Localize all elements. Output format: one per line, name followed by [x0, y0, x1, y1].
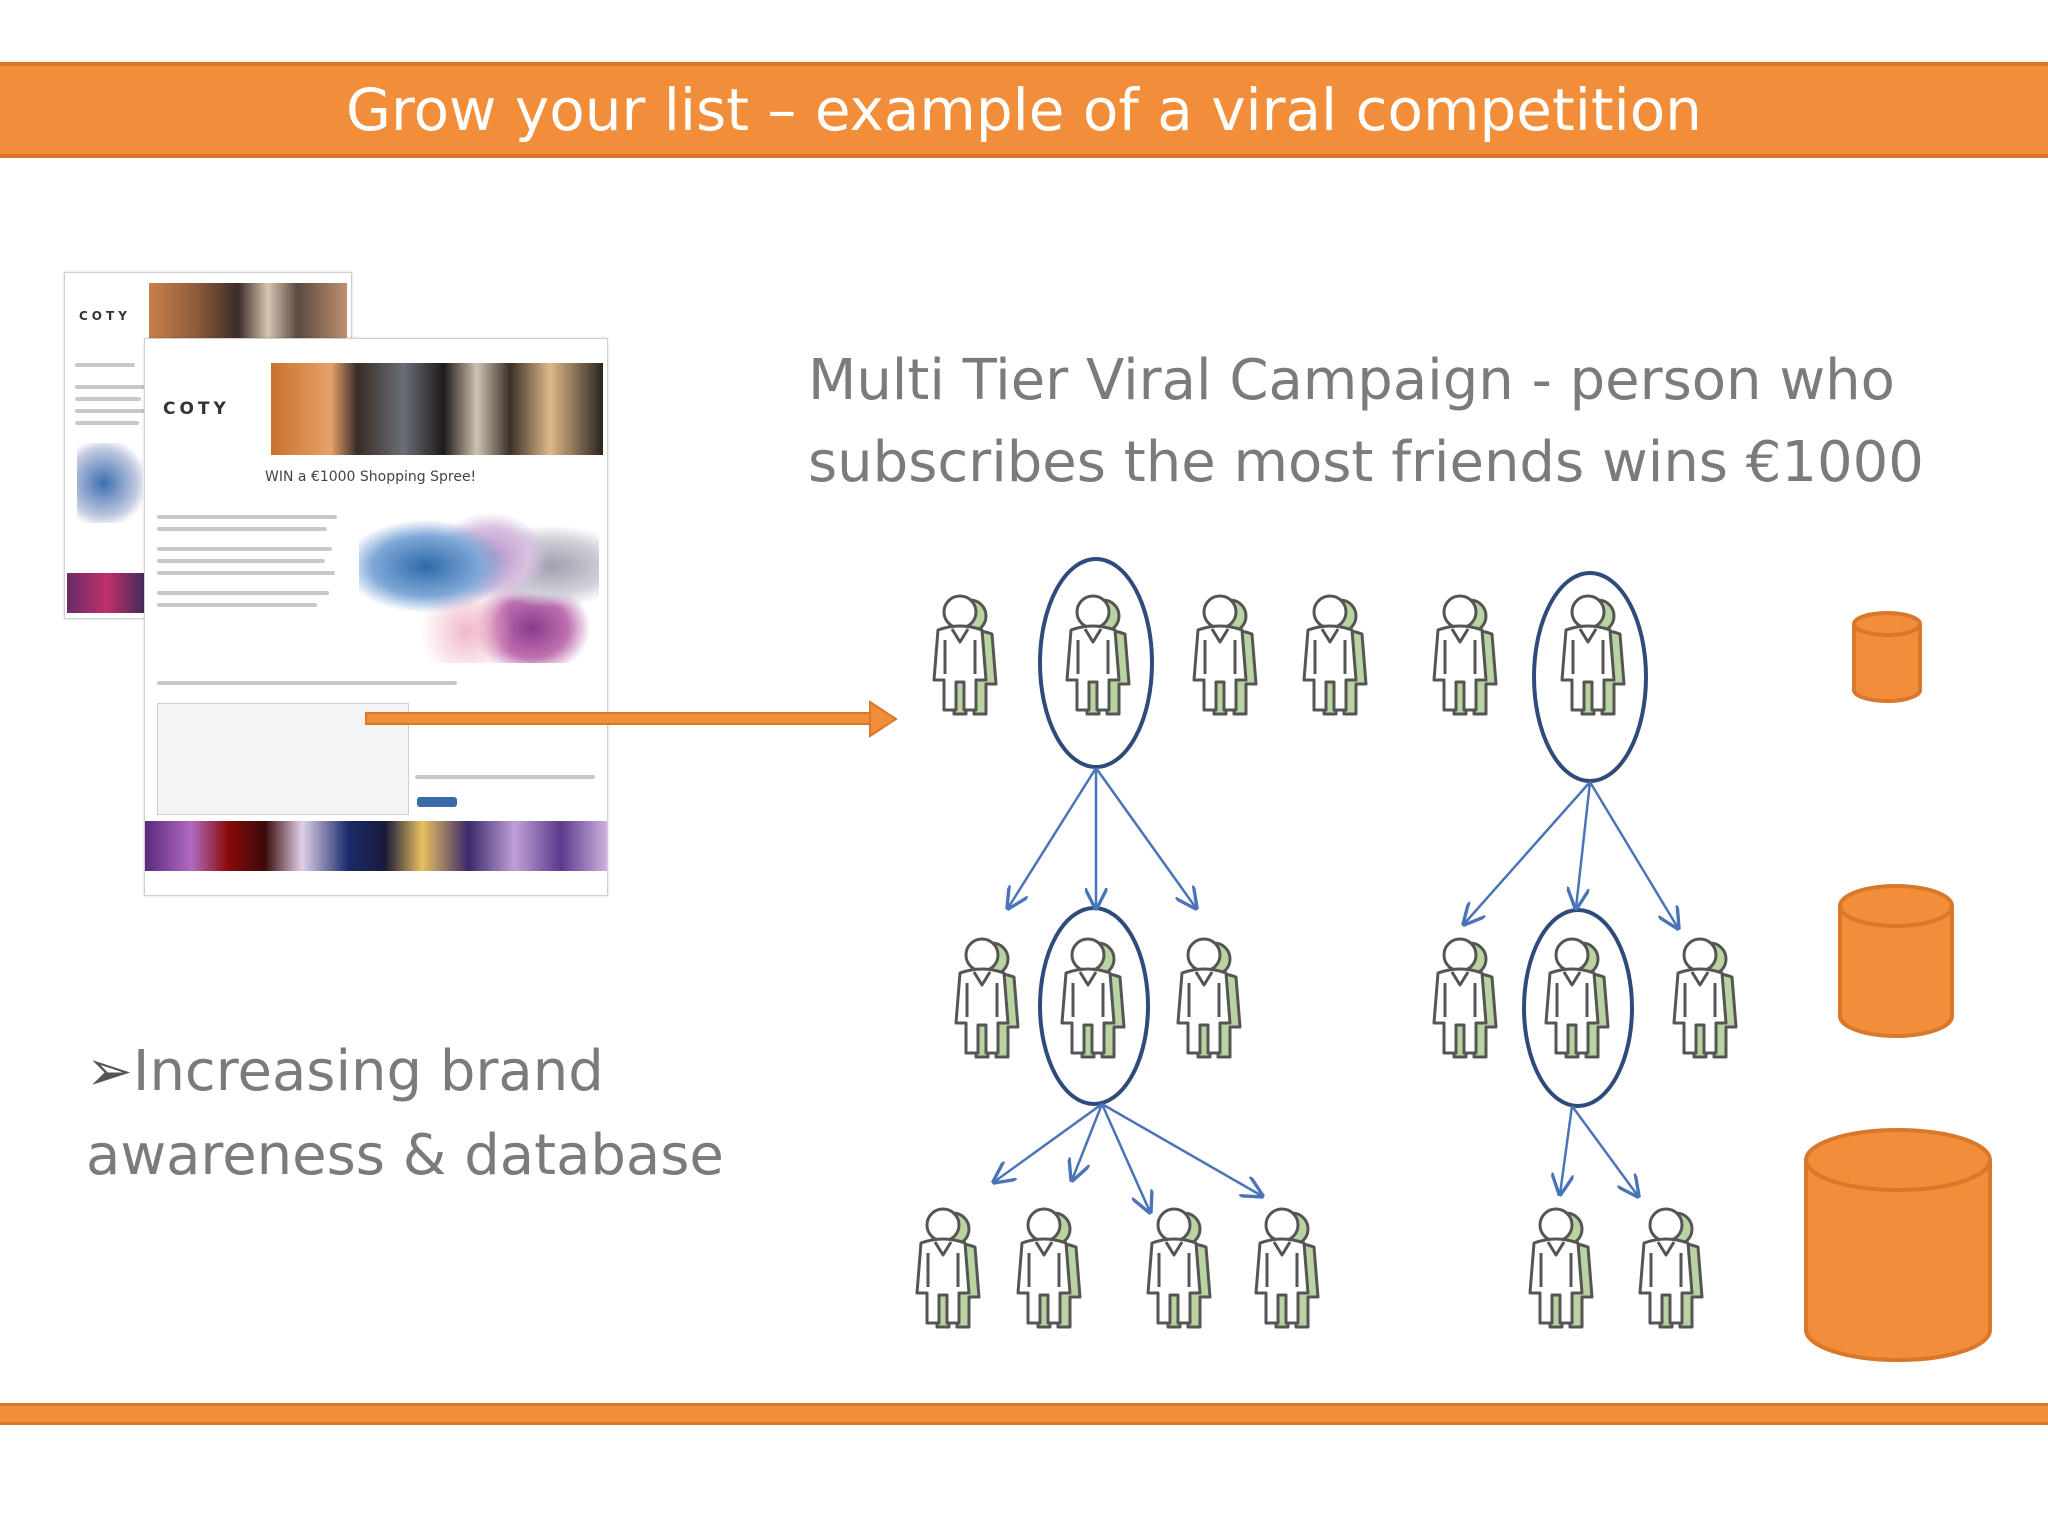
- campaign-photo-strip: [271, 363, 603, 455]
- person-icon: [932, 594, 998, 716]
- person-icon: [1016, 1207, 1082, 1329]
- person-icon: [1528, 1207, 1594, 1329]
- person-icon: [1060, 937, 1126, 1059]
- person-icon: [1672, 937, 1738, 1059]
- text-line: [75, 385, 145, 389]
- footer-photo-strip: [145, 821, 607, 871]
- title-bar: Grow your list – example of a viral comp…: [0, 62, 2048, 158]
- person-icon: [954, 937, 1020, 1059]
- person-icon: [915, 1207, 981, 1329]
- text-line: [157, 515, 337, 519]
- referral-arrows: [994, 767, 1678, 1212]
- bullet-point: ➢Increasing brand awareness & database: [86, 1030, 786, 1198]
- slide-title: Grow your list – example of a viral comp…: [346, 76, 1702, 144]
- person-icon: [1192, 594, 1258, 716]
- text-line: [157, 571, 335, 575]
- text-line: [157, 559, 325, 563]
- text-line: [157, 547, 332, 551]
- person-icon: [1176, 937, 1242, 1059]
- database-icon-medium: [1838, 884, 1954, 1038]
- footer-photo: [67, 573, 147, 613]
- bullet-arrow-icon: ➢: [86, 1039, 133, 1104]
- person-row-3: [915, 1207, 1704, 1329]
- person-icon: [1544, 937, 1610, 1059]
- bullet-line-2: awareness & database: [86, 1123, 724, 1188]
- person-icon: [1432, 594, 1498, 716]
- person-icon: [1638, 1207, 1704, 1329]
- person-row-2: [954, 937, 1738, 1059]
- bottom-bar: [0, 1403, 2048, 1425]
- text-line: [75, 409, 147, 413]
- text-line: [157, 681, 457, 685]
- text-line: [157, 591, 329, 595]
- coty-logo: COTY: [79, 309, 131, 323]
- text-line: [75, 397, 141, 401]
- coty-logo: COTY: [163, 399, 230, 419]
- text-line: [415, 775, 595, 779]
- text-line: [157, 527, 327, 531]
- campaign-photo-strip: [149, 283, 347, 339]
- perfume-bottles-photo: [359, 487, 599, 663]
- person-icon: [1560, 594, 1626, 716]
- subtitle-line-1: Multi Tier Viral Campaign - person who: [808, 348, 1895, 413]
- person-icon: [1254, 1207, 1320, 1329]
- arrow-right-icon: [365, 700, 898, 738]
- person-row-1: [932, 594, 1626, 716]
- campaign-description: Multi Tier Viral Campaign - person who s…: [808, 340, 2008, 504]
- database-icon-large: [1804, 1128, 1992, 1362]
- person-icon: [1432, 937, 1498, 1059]
- text-line: [157, 603, 317, 607]
- person-icon: [1146, 1207, 1212, 1329]
- perfume-photo: [77, 443, 143, 523]
- submit-button: [417, 797, 457, 807]
- text-line: [75, 421, 139, 425]
- person-icon: [1302, 594, 1368, 716]
- database-icon-small: [1852, 611, 1922, 703]
- promo-headline: WIN a €1000 Shopping Spree!: [265, 469, 477, 485]
- subtitle-line-2: subscribes the most friends wins €1000: [808, 430, 1924, 495]
- text-line: [75, 363, 135, 367]
- bullet-line-1: Increasing brand: [132, 1039, 604, 1104]
- screenshot-thumbnail-front: COTY WIN a €1000 Shopping Spree!: [144, 338, 608, 896]
- person-icon: [1065, 594, 1131, 716]
